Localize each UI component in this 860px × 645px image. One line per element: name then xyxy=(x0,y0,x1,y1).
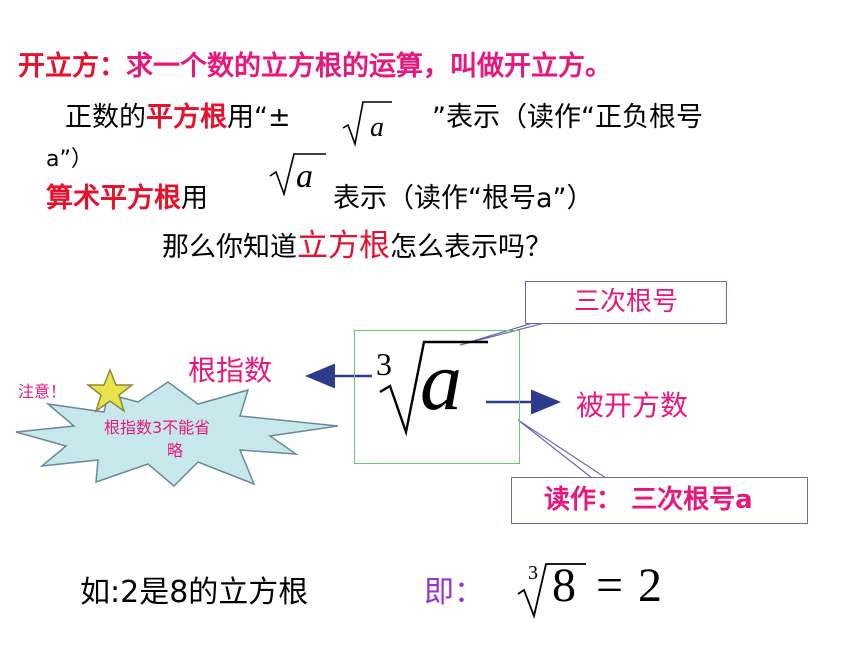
callout-bottom-pointer xyxy=(517,419,609,479)
burst-shape xyxy=(15,381,339,488)
line1-suffix: ”表示（读作“正负根号 xyxy=(432,102,703,133)
title-line: 开立方：求一个数的立方根的运算，叫做开立方。 xyxy=(18,44,612,83)
cube-root-index: 3 xyxy=(376,346,392,382)
star-icon xyxy=(86,368,134,413)
line3-prefix: 那么你知道 xyxy=(162,232,297,263)
line2-highlight: 算术平方根 xyxy=(46,183,181,214)
sqrt-var-1: a xyxy=(370,112,384,143)
title-label: 开立方： xyxy=(18,51,126,82)
line3-suffix: 怎么表示吗？ xyxy=(390,232,552,263)
example-ji: 即： xyxy=(424,575,484,610)
line-cube-root-question: 那么你知道立方根怎么表示吗？ xyxy=(162,220,552,265)
line1-wrap: a”） xyxy=(46,147,93,172)
label-radicand: 被开方数 xyxy=(576,389,689,422)
example-result: 2 xyxy=(638,559,662,612)
line2-mid: 用 xyxy=(181,183,208,214)
line-square-root: 正数的平方根用“± xyxy=(65,95,291,134)
sqrt-symbol xyxy=(269,153,326,197)
line2-suffix: 表示（读作“根号a”） xyxy=(333,183,594,214)
cube-root-sign xyxy=(379,340,488,437)
callout-reading: 读作： 三次根号a xyxy=(511,477,808,524)
note-label: 注意！ xyxy=(18,382,67,401)
callout-cube-root-sign: 三次根号 xyxy=(525,281,727,324)
note-text-2: 略 xyxy=(167,441,184,460)
note-text-1: 根指数3不能省 xyxy=(104,418,211,437)
line1-prefix: 正数的 xyxy=(65,102,146,133)
title-text: 求一个数的立方根的运算，叫做开立方。 xyxy=(126,51,612,82)
line-arith-root: 算术平方根用 xyxy=(46,176,208,215)
example-text: 如:2是8的立方根 xyxy=(80,575,309,610)
callout-top-text: 三次根号 xyxy=(573,287,678,317)
cube-root-radicand: a xyxy=(420,335,462,428)
example-cube-root-sign xyxy=(517,563,586,620)
line1-mid: 用“± xyxy=(227,102,291,133)
cube-root-box xyxy=(354,330,520,464)
line1-highlight: 平方根 xyxy=(146,102,227,133)
sqrt-var-2: a xyxy=(296,158,313,195)
example-index: 3 xyxy=(528,562,538,584)
plus-minus-sqrt-symbol xyxy=(342,101,392,147)
example-radicand: 8 xyxy=(552,559,576,612)
label-index: 根指数 xyxy=(188,354,273,387)
line3-highlight: 立方根 xyxy=(297,228,390,264)
callout-bottom-text: 读作： 三次根号a xyxy=(544,485,753,515)
example-equals: = xyxy=(596,559,624,612)
